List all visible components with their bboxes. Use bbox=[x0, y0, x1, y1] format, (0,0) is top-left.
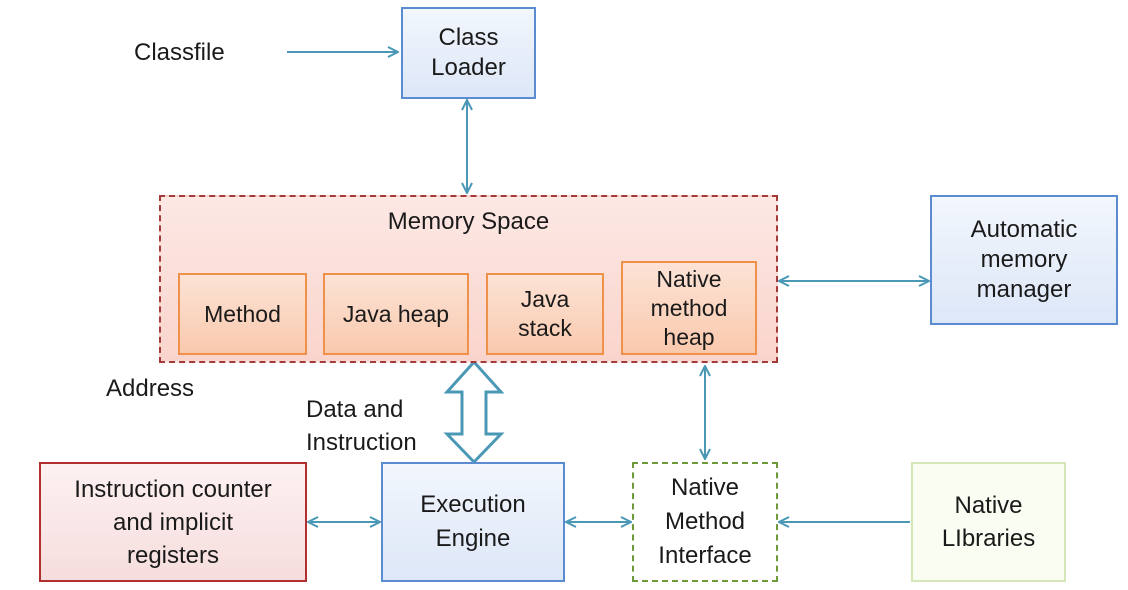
automatic-memory-manager-line-2: memory bbox=[980, 246, 1068, 273]
automatic-memory-manager-line-1: Automatic bbox=[970, 216, 1078, 243]
memory-area-method-label: Method bbox=[204, 300, 281, 327]
data-instruction-double-arrow bbox=[443, 359, 505, 465]
instruction-counter-box: Instruction counter and implicit registe… bbox=[39, 462, 307, 582]
class-loader-line-1: Class bbox=[438, 24, 499, 51]
memory-area-method: Method bbox=[178, 273, 307, 355]
memory-space-title: Memory Space bbox=[387, 208, 550, 235]
native-libraries-box: Native LIbraries bbox=[911, 462, 1066, 582]
class-loader-line-2: Loader bbox=[431, 54, 506, 81]
memory-area-java-stack-line-1: Java bbox=[520, 286, 570, 312]
memory-area-java-stack-line-2: stack bbox=[518, 315, 572, 341]
execution-engine-line-1: Execution bbox=[420, 491, 526, 518]
instruction-counter-line-1: Instruction counter bbox=[74, 475, 272, 503]
classfile-label: Classfile bbox=[134, 39, 225, 66]
native-method-interface-box: Native Method Interface bbox=[632, 462, 778, 582]
address-label: Address bbox=[106, 375, 195, 402]
memory-area-native-method-heap-line-3: heap bbox=[663, 323, 715, 350]
data-instruction-line-1: Data and bbox=[306, 396, 404, 423]
native-libraries-line-1: Native bbox=[954, 492, 1023, 519]
class-loader-box: Class Loader bbox=[401, 7, 536, 99]
memory-area-native-method-heap-line-2: method bbox=[650, 294, 728, 321]
instruction-counter-line-3: registers bbox=[126, 541, 220, 569]
automatic-memory-manager-line-3: manager bbox=[976, 276, 1072, 303]
memory-area-java-stack: Java stack bbox=[486, 273, 604, 355]
execution-engine-line-2: Engine bbox=[435, 525, 511, 552]
memory-area-java-heap-label: Java heap bbox=[342, 300, 450, 327]
native-method-interface-line-2: Method bbox=[664, 508, 746, 535]
data-instruction-label: Data and Instruction bbox=[306, 393, 417, 459]
data-instruction-line-2: Instruction bbox=[306, 429, 417, 456]
native-method-interface-line-3: Interface bbox=[658, 542, 752, 569]
memory-area-native-method-heap-line-1: Native bbox=[656, 265, 722, 292]
execution-engine-box: Execution Engine bbox=[381, 462, 565, 582]
native-libraries-line-2: LIbraries bbox=[941, 525, 1036, 552]
memory-area-java-heap: Java heap bbox=[323, 273, 469, 355]
native-method-interface-line-1: Native bbox=[670, 474, 740, 501]
automatic-memory-manager-box: Automatic memory manager bbox=[930, 195, 1118, 325]
instruction-counter-line-2: and implicit bbox=[112, 508, 234, 536]
memory-area-native-method-heap: Native method heap bbox=[621, 261, 757, 355]
